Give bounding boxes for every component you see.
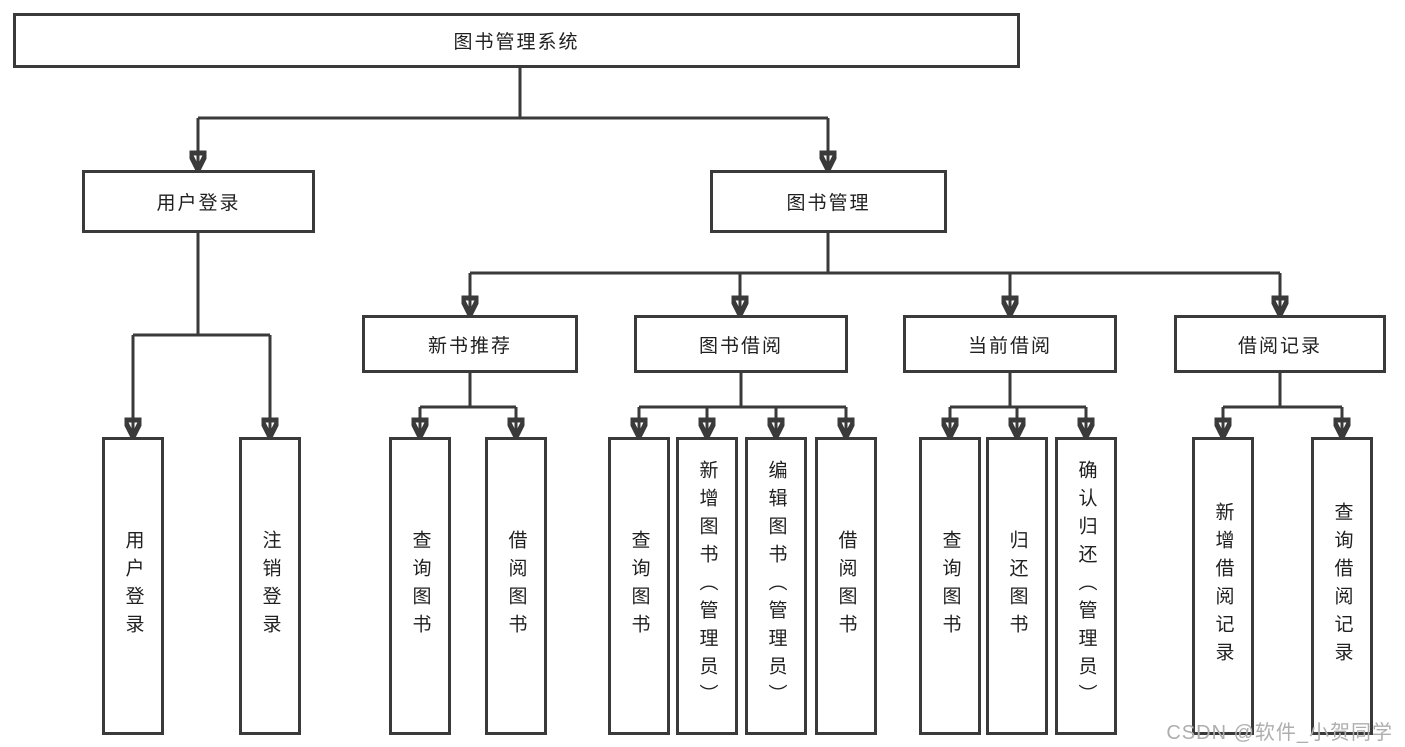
leaf-borrow-books-2: 借阅图书 — [815, 437, 877, 735]
node-book-management: 图书管理 — [710, 170, 947, 233]
node-new-book-recommend: 新书推荐 — [362, 315, 578, 373]
leaf-add-borrow-record: 新增借阅记录 — [1192, 437, 1254, 735]
leaf-confirm-return-admin: 确认归还（管理员） — [1055, 437, 1117, 735]
leaf-search-books-1: 查询图书 — [389, 437, 451, 735]
node-root: 图书管理系统 — [13, 13, 1020, 68]
leaf-search-borrow-record: 查询借阅记录 — [1311, 437, 1373, 735]
node-book-borrowing: 图书借阅 — [634, 315, 848, 373]
leaf-logout: 注销登录 — [239, 437, 301, 735]
leaf-edit-books-admin: 编辑图书（管理员） — [745, 437, 807, 735]
node-current-borrowing: 当前借阅 — [903, 315, 1117, 373]
leaf-search-books-3: 查询图书 — [919, 437, 981, 735]
leaf-user-login: 用户登录 — [102, 437, 164, 735]
node-user-login: 用户登录 — [82, 170, 315, 233]
leaf-return-books: 归还图书 — [986, 437, 1048, 735]
leaf-borrow-books-1: 借阅图书 — [485, 437, 547, 735]
watermark: CSDN @软件_小贺同学 — [1166, 722, 1393, 744]
node-borrow-records: 借阅记录 — [1174, 315, 1386, 373]
leaf-search-books-2: 查询图书 — [608, 437, 670, 735]
leaf-add-books-admin: 新增图书（管理员） — [676, 437, 738, 735]
